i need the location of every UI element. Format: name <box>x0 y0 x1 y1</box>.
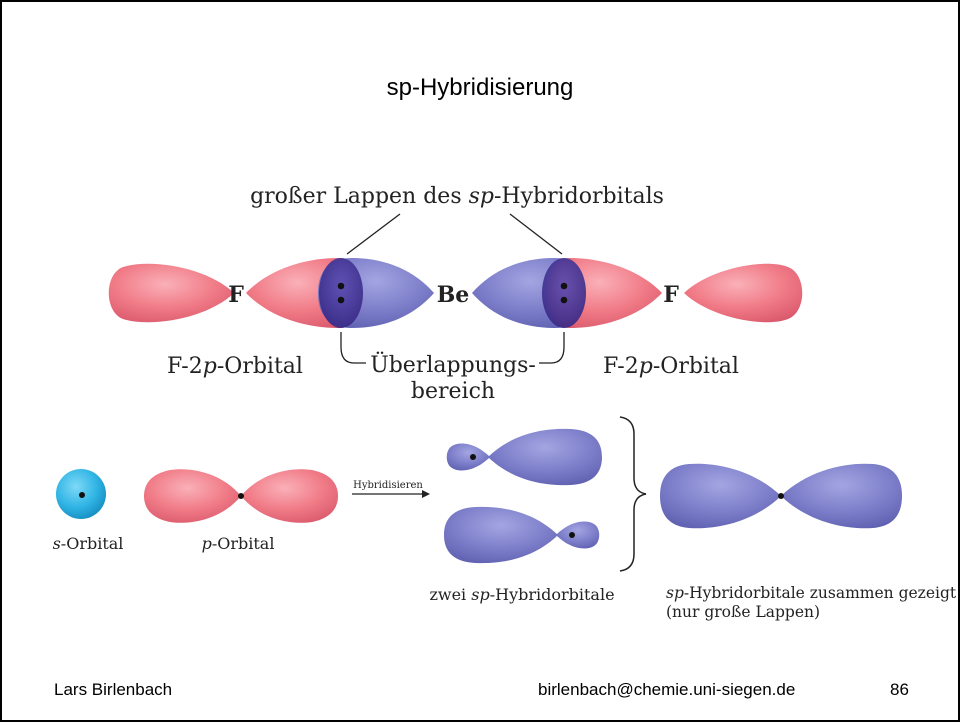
combined-label-line2: (nur große Lappen) <box>666 603 820 621</box>
nucleus-dot <box>79 492 85 498</box>
overlap-label-line1: Überlappungs- <box>370 351 536 378</box>
overlap-region-left <box>319 258 363 328</box>
combined-label-line1: sp-Hybridorbitale zusammen gezeigt <box>666 584 957 602</box>
heading-pointer-right <box>510 214 562 254</box>
footer-email: birlenbach@chemie.uni-siegen.de <box>538 680 795 700</box>
overlap-region-right <box>542 258 586 328</box>
combined-sp-right-lobe <box>781 464 902 529</box>
sp1-large-lobe <box>488 429 602 485</box>
left-f2p-label: F-2p-Orbital <box>167 354 303 379</box>
atom-f-right: F <box>663 282 679 308</box>
nucleus-dot <box>470 454 476 460</box>
electron-dot <box>338 283 345 290</box>
atom-be: Be <box>437 282 470 308</box>
atom-f-left: F <box>228 282 244 308</box>
electron-dot <box>561 283 568 290</box>
overlap-label-line2: bereich <box>411 379 495 404</box>
right-f2p-label: F-2p-Orbital <box>603 354 739 379</box>
overlap-bracket-right <box>539 332 564 363</box>
nucleus-dot <box>778 493 784 499</box>
curly-brace <box>620 417 646 571</box>
s-orbital-label: s-Orbital <box>53 534 124 553</box>
footer-page-number: 86 <box>890 680 909 700</box>
nucleus-dot <box>238 493 244 499</box>
combined-sp-left-lobe <box>660 464 781 529</box>
overlap-bracket-left <box>341 332 366 363</box>
two-sp-label: zwei sp-Hybridorbitale <box>429 585 614 604</box>
f-right-outer-lobe <box>684 264 802 323</box>
p-orbital-right-lobe <box>241 469 338 523</box>
sp2-large-lobe <box>444 507 558 563</box>
sp2-small-lobe <box>556 522 599 549</box>
large-lobe-heading: großer Lappen des sp-Hybridorbitals <box>250 184 664 209</box>
sp1-small-lobe <box>447 444 490 471</box>
p-orbital-label: p-Orbital <box>202 534 275 553</box>
hybridize-arrowhead <box>422 490 430 498</box>
p-orbital-left-lobe <box>144 469 241 523</box>
hybridize-label: Hybridisieren <box>353 480 423 491</box>
f-left-outer-lobe <box>109 264 234 323</box>
nucleus-dot <box>569 532 575 538</box>
heading-pointer-left <box>347 214 400 254</box>
electron-dot <box>338 297 345 304</box>
electron-dot <box>561 297 568 304</box>
footer-author: Lars Birlenbach <box>54 680 172 700</box>
